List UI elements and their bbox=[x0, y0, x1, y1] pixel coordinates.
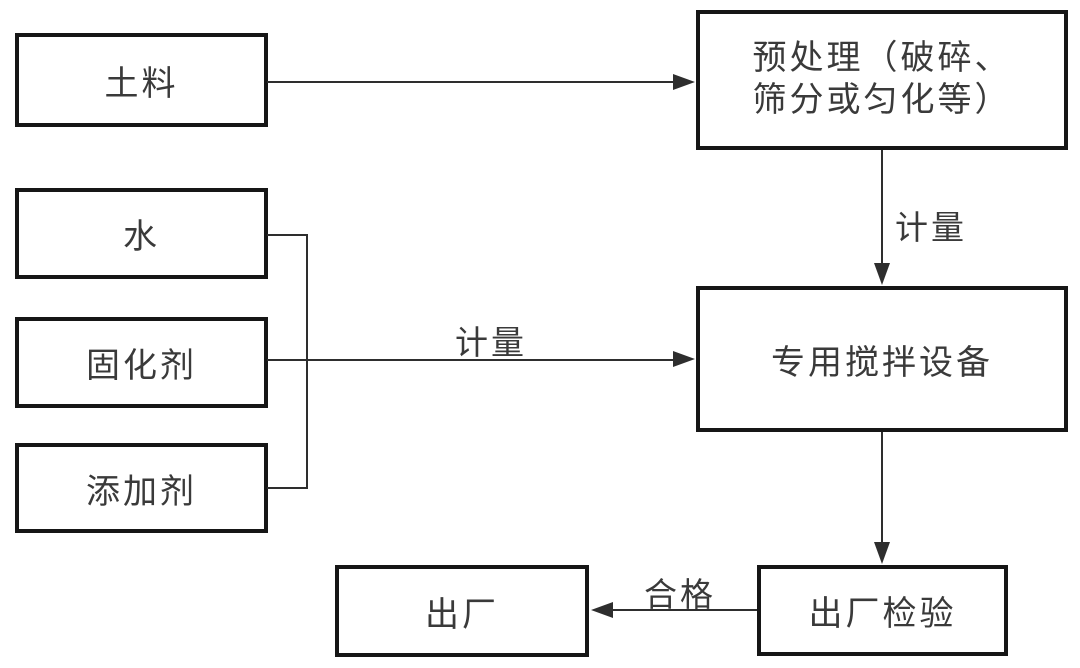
node-factory-inspection: 出厂检验 bbox=[757, 565, 1008, 656]
node-soil-material-label: 土料 bbox=[104, 65, 179, 103]
node-pretreatment: 预处理（破碎、 筛分或匀化等） bbox=[696, 10, 1068, 150]
node-soil-material: 土料 bbox=[15, 33, 268, 127]
arrowhead-down-icon bbox=[874, 263, 890, 285]
node-water-label: 水 bbox=[123, 219, 160, 256]
node-additive-label: 添加剂 bbox=[86, 473, 197, 511]
node-mixing-equipment-label: 专用搅拌设备 bbox=[771, 344, 993, 382]
edge-additive-stub bbox=[267, 487, 308, 489]
node-pretreatment-label: 预处理（破碎、 筛分或匀化等） bbox=[753, 38, 1012, 122]
edge-collector-vertical bbox=[306, 234, 308, 489]
node-curing-agent-label: 固化剂 bbox=[86, 348, 197, 385]
edge-soil-to-pretreatment bbox=[267, 81, 675, 83]
node-water: 水 bbox=[15, 188, 268, 279]
edge-inspection-to-shipment bbox=[613, 609, 757, 611]
node-mixing-equipment: 专用搅拌设备 bbox=[696, 286, 1068, 432]
node-curing-agent: 固化剂 bbox=[15, 317, 268, 408]
node-leave-factory: 出厂 bbox=[335, 565, 589, 657]
edge-water-stub bbox=[267, 234, 308, 236]
node-pretreatment-label-line1: 预处理（破碎、 bbox=[752, 40, 1012, 77]
node-pretreatment-label-line2: 筛分或匀化等） bbox=[752, 82, 1012, 119]
edge-ingredients-to-mixer bbox=[267, 359, 675, 361]
node-additive: 添加剂 bbox=[15, 443, 268, 533]
arrowhead-down-icon bbox=[874, 542, 890, 564]
arrowhead-left-icon bbox=[591, 602, 613, 618]
edge-pretreatment-to-mixer bbox=[881, 150, 883, 265]
edge-label-metering-left: 计量 bbox=[455, 326, 527, 362]
node-leave-factory-label: 出厂 bbox=[425, 596, 499, 634]
node-factory-inspection-label: 出厂检验 bbox=[808, 596, 957, 633]
arrowhead-right-icon bbox=[673, 351, 695, 367]
edge-mixer-to-inspection bbox=[881, 432, 883, 544]
edge-label-metering-top: 计量 bbox=[895, 211, 967, 247]
arrowhead-right-icon bbox=[673, 74, 695, 90]
edge-label-qualified: 合格 bbox=[644, 578, 716, 614]
